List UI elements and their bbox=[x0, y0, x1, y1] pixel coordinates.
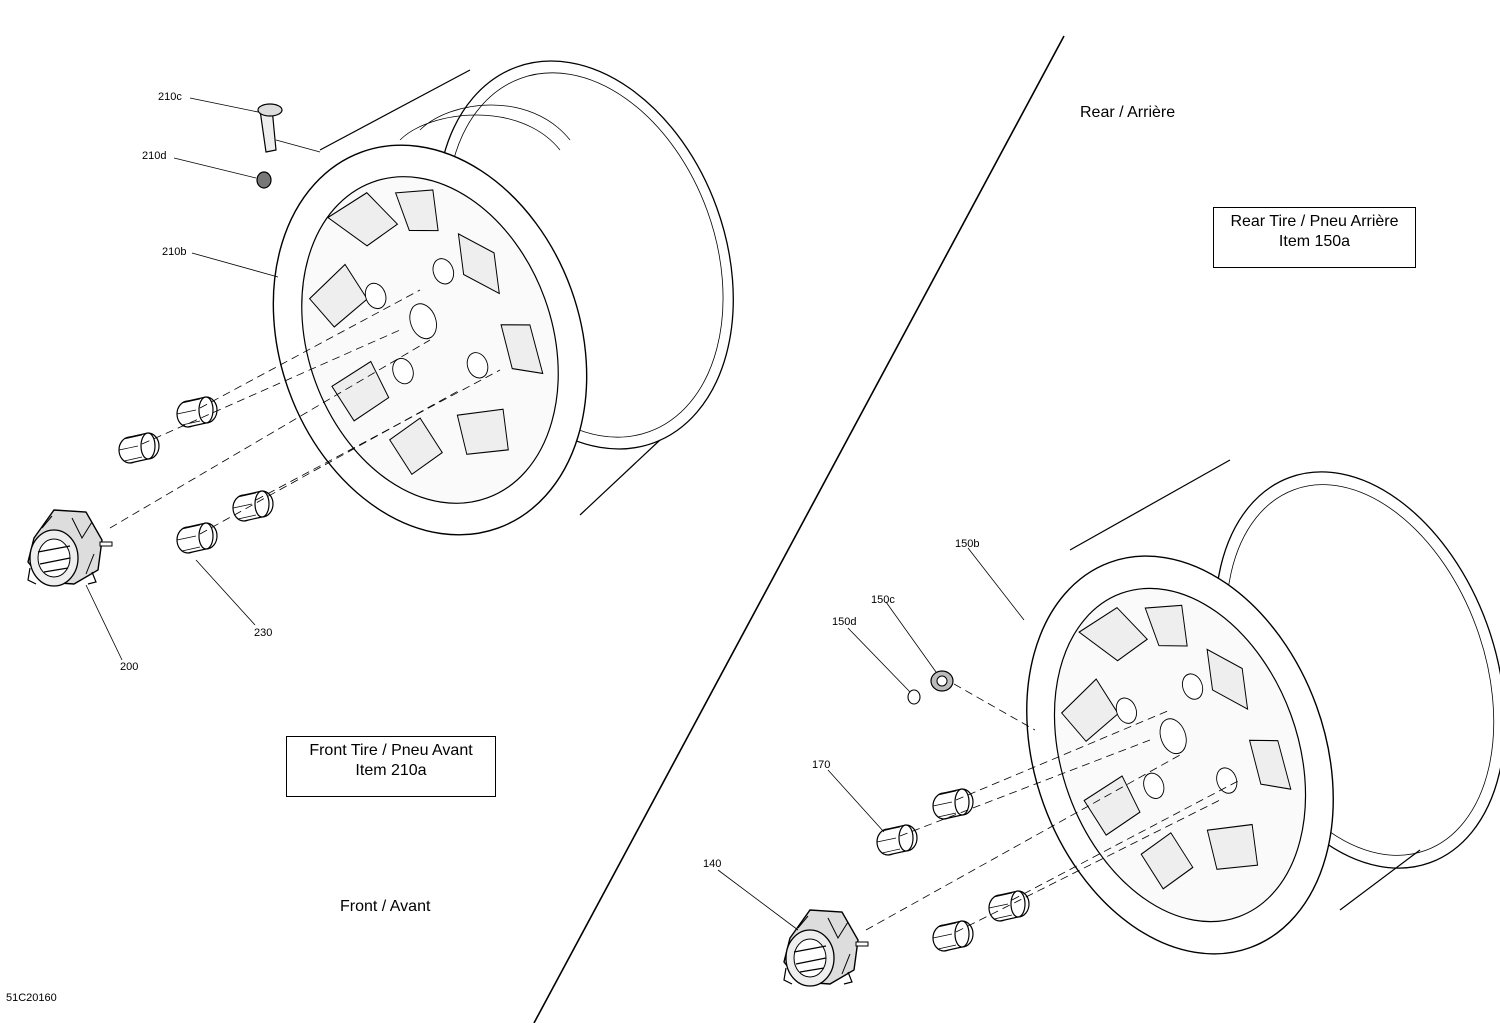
front-section-label: Front / Avant bbox=[340, 898, 431, 915]
front-tire-title: Front Tire / Pneu Avant bbox=[309, 742, 473, 759]
callout-200: 200 bbox=[120, 661, 139, 673]
callout-210d: 210d bbox=[142, 150, 167, 162]
section-divider bbox=[533, 35, 1065, 1023]
callout-210c: 210c bbox=[158, 91, 182, 103]
drawing-reference: 51C20160 bbox=[6, 992, 57, 1004]
valve-cap bbox=[907, 689, 921, 705]
rear-tire-box: Rear Tire / Pneu Arrière Item 150a bbox=[1213, 207, 1416, 268]
lug-nut bbox=[932, 920, 974, 952]
callout-230: 230 bbox=[254, 627, 273, 639]
front-wheel bbox=[272, 60, 734, 536]
lug-nut bbox=[176, 522, 218, 554]
callout-210b: 210b bbox=[162, 246, 187, 258]
leader-lines bbox=[85, 97, 1025, 931]
valve-stem bbox=[256, 103, 283, 189]
rear-wheel bbox=[1025, 459, 1500, 955]
rear-section-label: Rear / Arrière bbox=[1080, 104, 1176, 121]
callout-150c: 150c bbox=[871, 594, 895, 606]
lug-nut bbox=[176, 396, 218, 428]
lug-nut bbox=[988, 890, 1030, 922]
hub-cap bbox=[783, 909, 869, 987]
lug-nut bbox=[232, 490, 274, 522]
callout-140: 140 bbox=[703, 858, 722, 870]
front-tire-item: Item 210a bbox=[355, 762, 427, 779]
lug-nut bbox=[118, 432, 160, 464]
callout-150b: 150b bbox=[955, 538, 980, 550]
hub-cap bbox=[27, 509, 113, 587]
callout-170: 170 bbox=[812, 759, 831, 771]
lug-nut bbox=[932, 788, 974, 820]
front-tire-box: Front Tire / Pneu Avant Item 210a bbox=[286, 736, 496, 797]
rear-tire-item: Item 150a bbox=[1278, 233, 1351, 250]
valve-nut bbox=[256, 171, 272, 189]
rear-tire-title: Rear Tire / Pneu Arrière bbox=[1230, 213, 1399, 230]
callout-150d: 150d bbox=[832, 616, 857, 628]
lug-nut bbox=[876, 824, 918, 856]
